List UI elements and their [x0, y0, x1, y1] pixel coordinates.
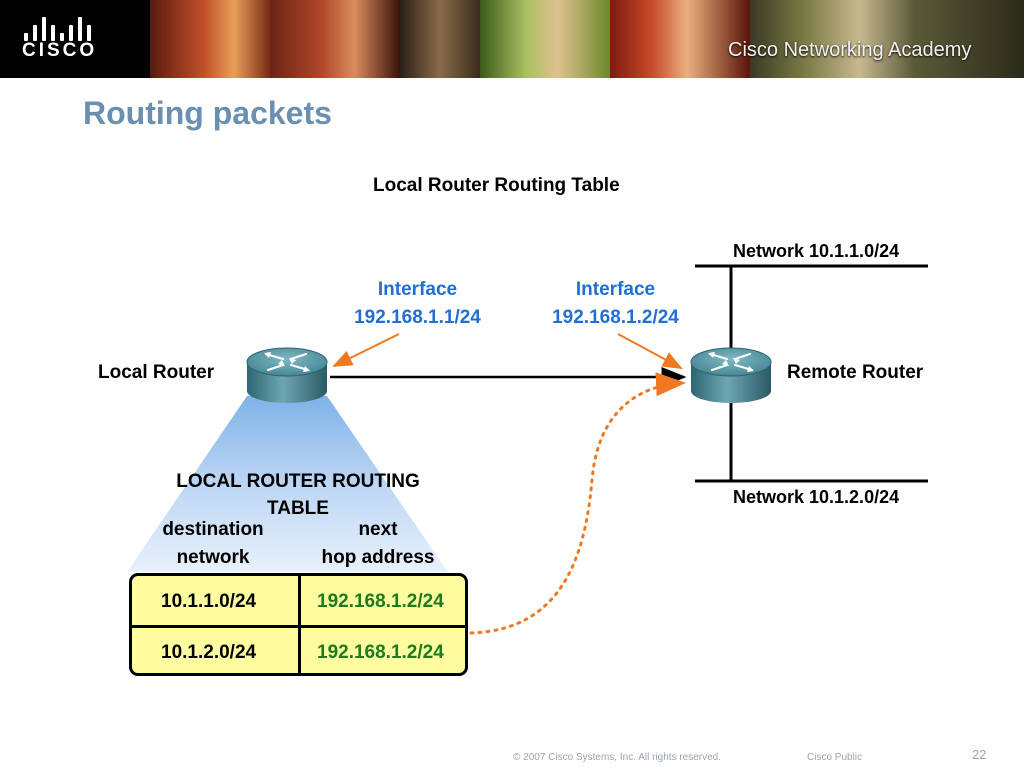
network-top-label: Network 10.1.1.0/24: [733, 241, 900, 261]
column-header-destination-line2: network: [176, 547, 250, 568]
remote-interface-title: Interface: [575, 279, 656, 300]
slide-title: Routing packets: [83, 95, 332, 131]
classification-label: Cisco Public: [807, 752, 863, 763]
table-row-divider: [132, 625, 465, 628]
cisco-wordmark: CISCO: [22, 40, 98, 61]
routing-table-title-line2: TABLE: [267, 498, 329, 519]
academy-name: Networking Academy: [783, 39, 972, 61]
academy-brand: Cisco: [728, 39, 779, 61]
academy-logo[interactable]: Cisco Networking Academy: [728, 39, 971, 62]
table-row-1-next-hop: 192.168.1.2/24: [317, 591, 444, 612]
column-header-next-hop-line2: hop address: [321, 547, 435, 568]
table-row-2-next-hop: 192.168.1.2/24: [317, 642, 444, 663]
local-interface-address: 192.168.1.1/24: [354, 307, 481, 328]
local-router-label: Local Router: [98, 362, 215, 383]
column-header-destination: destination network: [143, 516, 283, 572]
network-bottom-label: Network 10.1.2.0/24: [733, 487, 900, 507]
cisco-logo-icon: [24, 17, 94, 41]
column-header-next-hop-line1: next: [358, 519, 398, 540]
cisco-logo[interactable]: CISCO: [0, 0, 150, 78]
remote-router-label: Remote Router: [787, 362, 924, 383]
table-projection-cone: [127, 396, 448, 572]
table-row-1-destination: 10.1.1.0/24: [161, 591, 257, 612]
routing-table-title-line1: LOCAL ROUTER ROUTING: [176, 471, 420, 492]
routing-table: 10.1.1.0/24 192.168.1.2/24 10.1.2.0/24 1…: [129, 573, 468, 676]
table-row-2-destination: 10.1.2.0/24: [161, 642, 257, 663]
local-interface-pointer: [332, 333, 400, 367]
remote-interface-address: 192.168.1.2/24: [552, 307, 679, 328]
remote-interface-label: Interface 192.168.1.2/24: [538, 276, 693, 332]
local-router-icon[interactable]: [246, 347, 328, 403]
local-interface-title: Interface: [377, 279, 458, 300]
remote-interface-pointer: [617, 333, 683, 369]
page-number: 22: [972, 747, 987, 762]
banner-photo-strip: [150, 0, 1024, 78]
table-column-divider: [298, 576, 301, 673]
remote-router-icon[interactable]: [690, 347, 772, 403]
routing-table-title: LOCAL ROUTER ROUTING TABLE: [148, 468, 448, 522]
local-interface-label: Interface 192.168.1.1/24: [340, 276, 495, 332]
diagram-heading: Local Router Routing Table: [373, 175, 620, 196]
column-header-next-hop: next hop address: [303, 516, 453, 572]
column-header-destination-line1: destination: [162, 519, 264, 540]
header-banner: CISCO Cisco Networking Academy: [0, 0, 1024, 78]
copyright-notice: © 2007 Cisco Systems, Inc. All rights re…: [513, 752, 722, 763]
forwarding-path-arrow: [469, 372, 686, 635]
